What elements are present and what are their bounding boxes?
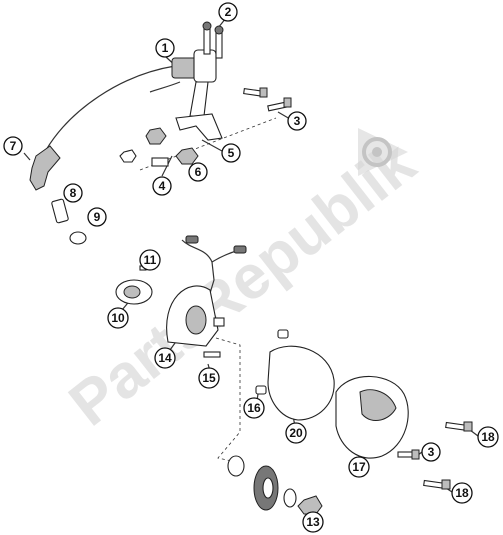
washer	[283, 488, 297, 508]
bolts-upper	[243, 87, 292, 112]
callout-14: 14	[154, 347, 176, 369]
spark-plug	[51, 198, 69, 224]
svg-text:3: 3	[294, 114, 301, 128]
callout-8: 8	[63, 183, 83, 203]
small-hardware-upper	[119, 127, 199, 167]
svg-text:16: 16	[247, 401, 261, 415]
spacer	[227, 455, 245, 477]
svg-text:20: 20	[289, 426, 303, 440]
callout-15: 15	[198, 367, 220, 389]
svg-text:17: 17	[352, 460, 366, 474]
stator	[166, 285, 225, 347]
bracket-plate	[175, 113, 223, 141]
svg-text:13: 13	[306, 515, 320, 529]
sealing-ring	[69, 231, 87, 245]
spark-plug-cap	[29, 145, 61, 191]
coil-wire	[149, 81, 181, 93]
svg-text:11: 11	[144, 253, 157, 267]
dowel-16	[255, 385, 267, 395]
callout-11: 11	[139, 249, 161, 271]
nut-13	[297, 495, 323, 515]
callout-1: 1	[155, 38, 175, 58]
callout-13: 13	[302, 511, 324, 533]
ignition-coil-assembly	[45, 21, 224, 151]
svg-text:9: 9	[94, 210, 101, 224]
callout-16: 16	[243, 397, 265, 419]
gear-stack	[227, 455, 323, 515]
stator-screw	[203, 351, 221, 358]
nut-small	[119, 149, 137, 163]
svg-text:18: 18	[455, 486, 469, 500]
callouts: 1 2 3 4 5 6 7 8	[3, 2, 499, 533]
callout-18-lower: 18	[451, 482, 473, 504]
svg-text:2: 2	[225, 5, 232, 19]
nut-6	[175, 147, 199, 165]
spark-plug-parts	[29, 145, 87, 245]
svg-text:7: 7	[10, 139, 17, 153]
svg-text:14: 14	[158, 351, 172, 365]
callout-3-lower: 3	[421, 442, 441, 462]
callout-10: 10	[107, 307, 129, 329]
cover-gasket	[267, 345, 335, 421]
stator-harness	[181, 235, 247, 301]
svg-text:15: 15	[202, 371, 216, 385]
coil-bracket	[193, 49, 217, 83]
bracket-arm	[189, 81, 209, 117]
callout-9: 9	[87, 207, 107, 227]
callout-18-upper: 18	[477, 426, 499, 448]
svg-text:6: 6	[195, 165, 202, 179]
svg-text:8: 8	[70, 186, 77, 200]
svg-text:10: 10	[111, 311, 125, 325]
svg-text:3: 3	[428, 445, 435, 459]
callout-7: 7	[3, 136, 23, 156]
callout-20: 20	[285, 422, 307, 444]
rotor	[115, 279, 153, 305]
hv-cable	[45, 65, 176, 151]
callout-4: 4	[152, 176, 172, 196]
screw-4	[151, 157, 169, 167]
nut	[145, 127, 167, 145]
gear-icon	[358, 128, 408, 176]
svg-text:5: 5	[228, 146, 235, 160]
callout-2: 2	[218, 2, 238, 22]
svg-text:18: 18	[481, 430, 495, 444]
callout-3: 3	[287, 111, 307, 131]
dowel-upper	[277, 329, 289, 339]
svg-text:1: 1	[162, 41, 169, 55]
ignition-cover-parts	[255, 329, 409, 459]
cover-bolts	[397, 421, 473, 490]
callout-17: 17	[348, 456, 370, 478]
svg-text:4: 4	[159, 179, 166, 193]
callout-5: 5	[221, 143, 241, 163]
callout-6: 6	[188, 162, 208, 182]
